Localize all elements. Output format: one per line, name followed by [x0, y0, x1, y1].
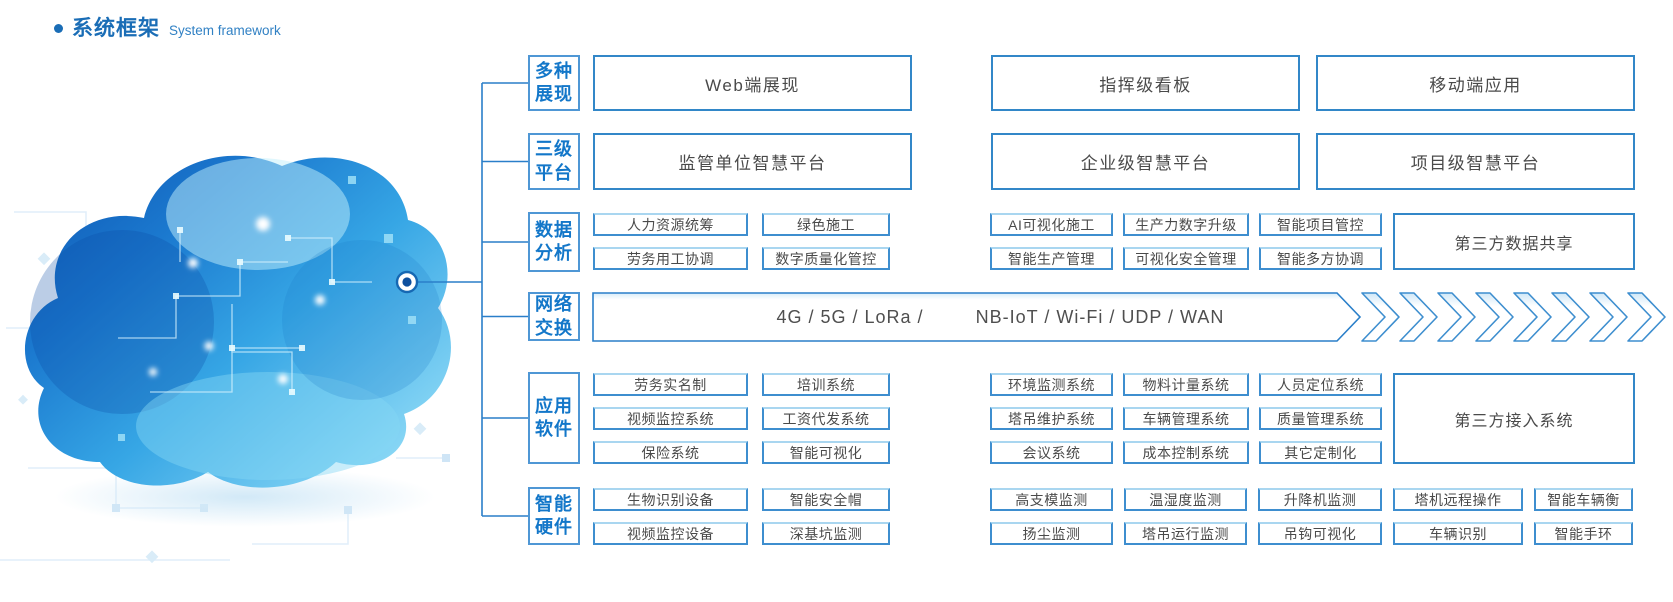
category-software: 应用 软件: [528, 372, 580, 464]
box-third-party-data-sharing: 第三方数据共享: [1393, 213, 1635, 270]
category-label-line: 硬件: [535, 517, 573, 537]
box-mobile-app: 移动端应用: [1316, 55, 1635, 111]
item-box: 扬尘监测: [990, 522, 1113, 545]
item-box: 会议系统: [990, 441, 1113, 464]
item-box: 温湿度监测: [1124, 488, 1247, 511]
item-box: 人员定位系统: [1259, 373, 1382, 396]
category-label-line: 展现: [535, 84, 573, 104]
box-command-dashboard: 指挥级看板: [991, 55, 1300, 111]
item-box: 智能安全帽: [762, 488, 890, 511]
item-box: 智能可视化: [762, 441, 890, 464]
chevron-arrow-icon: [1475, 292, 1514, 342]
bullet-icon: [54, 23, 63, 33]
item-box: 升降机监测: [1258, 488, 1382, 511]
item-box: 保险系统: [593, 441, 748, 464]
data-analysis-left-grid: 人力资源统筹绿色施工劳务用工协调数字质量化管控: [593, 213, 890, 270]
item-box: 可视化安全管理: [1123, 247, 1249, 270]
category-network: 网络 交换: [528, 292, 580, 341]
item-box: 智能多方协调: [1259, 247, 1382, 270]
item-box: 塔机远程操作: [1393, 488, 1523, 511]
item-box: 其它定制化: [1259, 441, 1382, 464]
title-zh: 系统框架: [72, 17, 160, 40]
cloud-node-icon: [395, 270, 419, 294]
chevron-arrow-icon: [1589, 292, 1628, 342]
item-box: 绿色施工: [762, 213, 890, 236]
category-label-line: 网络: [535, 294, 573, 315]
item-box: 成本控制系统: [1123, 441, 1249, 464]
category-data-analysis: 数据 分析: [528, 212, 580, 272]
item-box: 智能手环: [1534, 522, 1633, 545]
software-mid-grid: 环境监测系统物料计量系统人员定位系统塔吊维护系统车辆管理系统质量管理系统会议系统…: [990, 373, 1382, 464]
item-box: 环境监测系统: [990, 373, 1113, 396]
category-hardware: 智能 硬件: [528, 487, 580, 545]
category-label-line: 多种: [535, 60, 573, 81]
category-platform: 三级 平台: [528, 133, 580, 190]
item-box: 智能车辆衡: [1534, 488, 1633, 511]
category-label-line: 三级: [535, 139, 573, 160]
item-box: 培训系统: [762, 373, 890, 396]
category-label-line: 交换: [535, 317, 573, 338]
category-label-line: 智能: [535, 493, 573, 514]
category-label-line: 软件: [535, 419, 573, 439]
item-box: 高支模监测: [990, 488, 1113, 511]
cloud-illustration: [24, 155, 451, 527]
box-third-party-access-system: 第三方接入系统: [1393, 373, 1635, 464]
item-box: 视频监控系统: [593, 407, 748, 430]
chevron-arrow-icon: [1513, 292, 1552, 342]
page-title: 系统框架 System framework: [54, 12, 281, 42]
item-box: 数字质量化管控: [762, 247, 890, 270]
item-box: 劳务用工协调: [593, 247, 748, 270]
item-box: 视频监控设备: [593, 522, 748, 545]
network-band-text-left: 4G / 5G / LoRa /: [776, 307, 924, 327]
chevron-arrow-icon: [1399, 292, 1438, 342]
item-box: 生物识别设备: [593, 488, 748, 511]
title-en: System framework: [169, 23, 281, 38]
category-label-line: 应用: [535, 395, 573, 416]
item-box: 工资代发系统: [762, 407, 890, 430]
item-box: AI可视化施工: [990, 213, 1113, 236]
item-box: 人力资源统筹: [593, 213, 748, 236]
box-regulator-platform: 监管单位智慧平台: [593, 133, 912, 190]
category-display: 多种 展现: [528, 55, 580, 111]
data-analysis-mid-grid: AI可视化施工生产力数字升级智能项目管控智能生产管理可视化安全管理智能多方协调: [990, 213, 1382, 270]
item-box: 质量管理系统: [1259, 407, 1382, 430]
connector-lines: [417, 82, 528, 517]
item-box: 车辆识别: [1393, 522, 1523, 545]
item-box: 物料计量系统: [1123, 373, 1249, 396]
software-left-grid: 劳务实名制培训系统视频监控系统工资代发系统保险系统智能可视化: [593, 373, 890, 464]
category-label-line: 分析: [535, 243, 573, 263]
item-box: 深基坑监测: [762, 522, 890, 545]
item-box: 智能生产管理: [990, 247, 1113, 270]
box-enterprise-platform: 企业级智慧平台: [991, 133, 1300, 190]
category-label-line: 平台: [535, 162, 573, 183]
item-box: 生产力数字升级: [1123, 213, 1249, 236]
chevron-arrow-icon: [1437, 292, 1476, 342]
hardware-right-grid: 高支模监测温湿度监测升降机监测塔机远程操作智能车辆衡扬尘监测塔吊运行监测吊钩可视…: [990, 488, 1633, 545]
box-project-platform: 项目级智慧平台: [1316, 133, 1635, 190]
item-box: 劳务实名制: [593, 373, 748, 396]
hardware-left-grid: 生物识别设备智能安全帽视频监控设备深基坑监测: [593, 488, 890, 545]
item-box: 塔吊维护系统: [990, 407, 1113, 430]
box-web-display: Web端展现: [593, 55, 912, 111]
network-band-text-right: NB-IoT / Wi-Fi / UDP / WAN: [975, 307, 1225, 327]
item-box: 智能项目管控: [1259, 213, 1382, 236]
background-circuit-pattern: [0, 211, 450, 564]
item-box: 吊钩可视化: [1258, 522, 1382, 545]
item-box: 车辆管理系统: [1123, 407, 1249, 430]
chevron-arrow-icon: [1627, 292, 1666, 342]
chevron-arrow-icon: [1361, 292, 1400, 342]
item-box: 塔吊运行监测: [1124, 522, 1247, 545]
category-label-line: 数据: [535, 219, 573, 240]
chevron-arrow-icon: [1551, 292, 1590, 342]
